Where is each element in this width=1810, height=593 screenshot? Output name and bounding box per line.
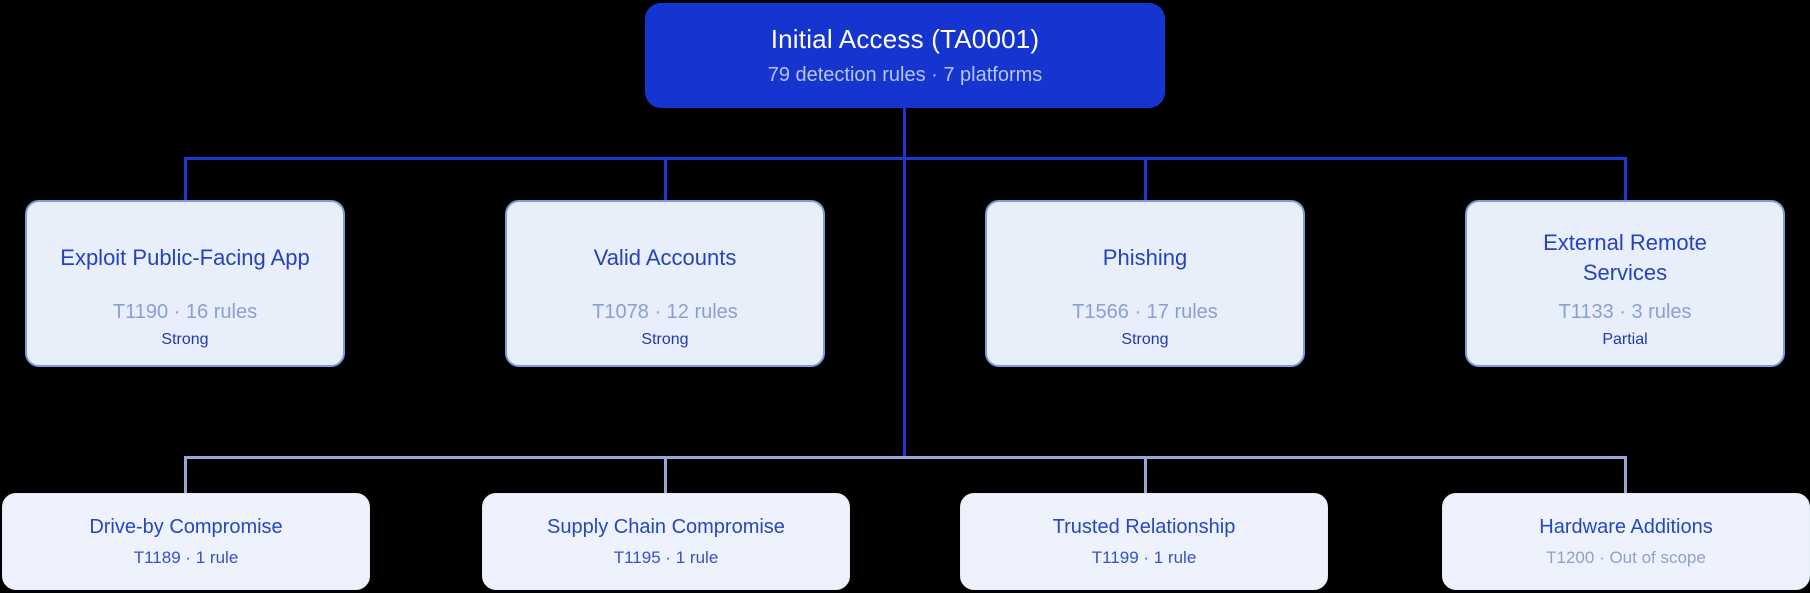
technique-meta: T1190 · 16 rules	[112, 301, 258, 323]
technique-node-exploit-public-facing-app: Exploit Public-Facing App T1190 · 16 rul…	[25, 200, 345, 367]
subtechnique-meta: T1195 · 1 rule	[613, 547, 719, 567]
connector-level2-drop-1	[184, 456, 187, 493]
technique-title: External Remote Services	[1543, 230, 1707, 285]
subtechnique-meta: T1189 · 1 rule	[133, 547, 239, 567]
subtechnique-meta: T1200 · Out of scope	[1546, 547, 1706, 567]
subtechnique-title: Hardware Additions	[1539, 515, 1713, 538]
technique-node-phishing: Phishing T1566 · 17 rules Strong	[985, 200, 1305, 367]
connector-level1-drop-1	[184, 157, 187, 200]
connector-level1-horizontal	[184, 157, 1627, 160]
technique-status: Strong	[641, 331, 689, 348]
subtechnique-node-supply-chain-compromise: Supply Chain Compromise T1195 · 1 rule	[482, 493, 850, 590]
connector-level2-drop-2	[664, 456, 667, 493]
technique-node-external-remote-services: External Remote Services T1133 · 3 rules…	[1465, 200, 1785, 367]
tactic-subtitle: 79 detection rules · 7 platforms	[767, 64, 1043, 86]
subtechnique-node-hardware-additions: Hardware Additions T1200 · Out of scope	[1442, 493, 1810, 590]
technique-status: Strong	[161, 331, 209, 348]
technique-meta: T1078 · 12 rules	[592, 301, 738, 323]
technique-status: Strong	[1121, 331, 1169, 348]
technique-meta: T1133 · 3 rules	[1558, 301, 1692, 323]
subtechnique-title: Drive-by Compromise	[89, 515, 283, 538]
technique-title: Valid Accounts	[593, 244, 737, 270]
connector-level1-drop-3	[1144, 157, 1147, 200]
subtechnique-meta: T1199 · 1 rule	[1091, 547, 1197, 567]
subtechnique-node-trusted-relationship: Trusted Relationship T1199 · 1 rule	[960, 493, 1328, 590]
technique-title: Phishing	[1102, 244, 1188, 270]
connector-level2-horizontal	[184, 456, 1627, 459]
subtechnique-title: Trusted Relationship	[1052, 515, 1236, 538]
technique-node-valid-accounts: Valid Accounts T1078 · 12 rules Strong	[505, 200, 825, 367]
connector-root-stem	[903, 107, 906, 458]
connector-level2-drop-3	[1144, 456, 1147, 493]
connector-level1-drop-4	[1624, 157, 1627, 200]
tactic-title: Initial Access (TA0001)	[770, 24, 1040, 54]
tactic-node-initial-access: Initial Access (TA0001) 79 detection rul…	[645, 3, 1165, 108]
technique-status: Partial	[1602, 331, 1648, 348]
connector-level2-drop-4	[1624, 456, 1627, 493]
technique-title: Exploit Public-Facing App	[60, 244, 310, 270]
technique-meta: T1566 · 17 rules	[1072, 301, 1218, 323]
subtechnique-title: Supply Chain Compromise	[547, 515, 785, 538]
subtechnique-node-drive-by-compromise: Drive-by Compromise T1189 · 1 rule	[2, 493, 370, 590]
connector-level1-drop-2	[664, 157, 667, 200]
